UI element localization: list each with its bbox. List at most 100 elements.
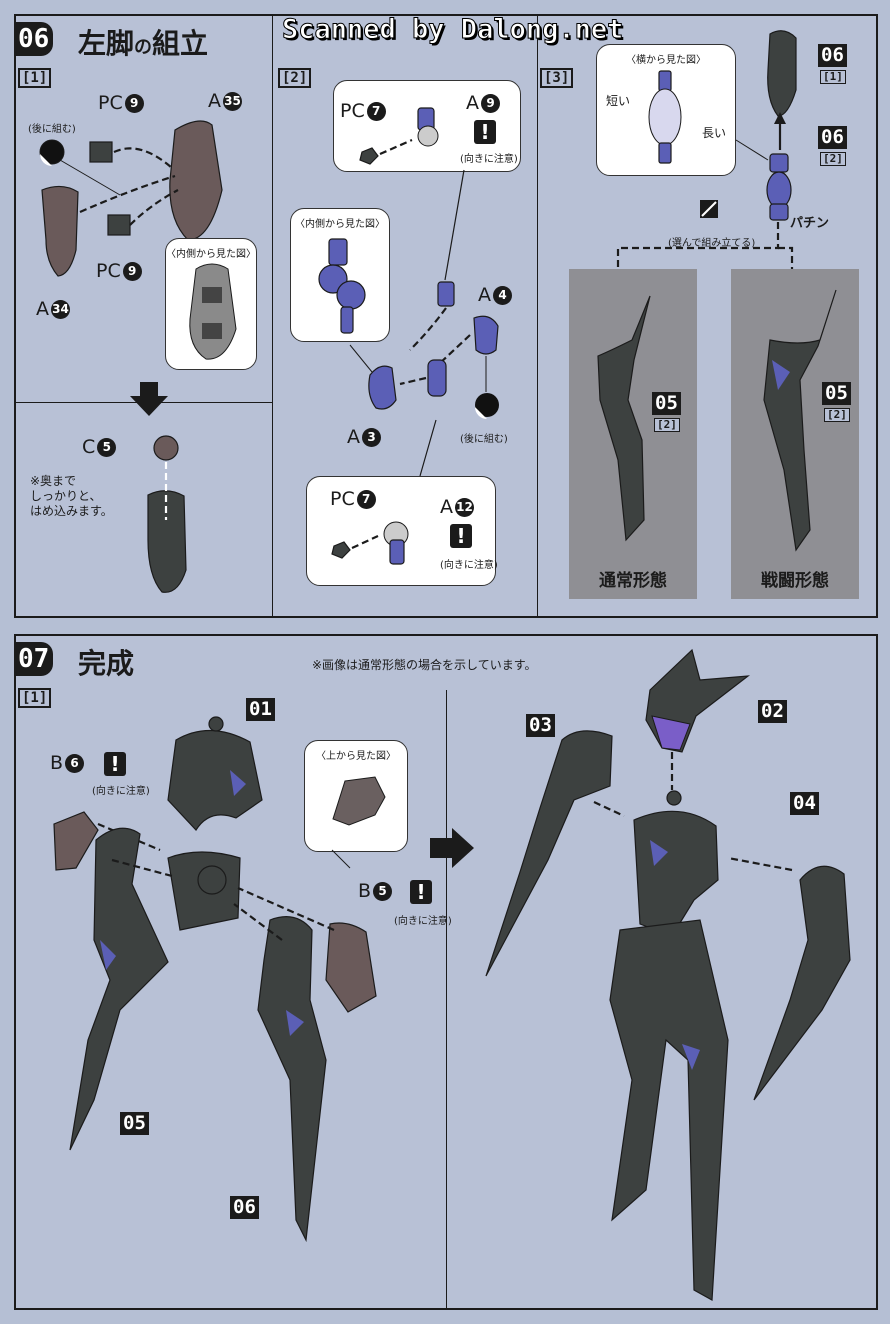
b5-part <box>325 922 377 1013</box>
orientation-note-2: (向きに注意) <box>440 560 498 571</box>
leg-normal-part <box>597 295 651 542</box>
part06-mid: 06 <box>818 126 847 149</box>
leg06-part <box>257 916 327 1243</box>
torso-part <box>167 729 263 831</box>
step06-number: 06 <box>14 22 54 56</box>
step07-divider <box>446 690 447 1310</box>
later-note-2: (後に組む) <box>460 434 508 445</box>
final-legs-part <box>609 919 729 1301</box>
b6-part <box>53 811 99 871</box>
short-label: 短い <box>606 94 631 108</box>
part04-label: 04 <box>790 792 819 815</box>
part06-top: 06 <box>818 44 847 67</box>
step06-title-main: 左脚 <box>78 27 135 60</box>
upper-joint-part <box>437 281 455 307</box>
leg05-part <box>69 827 169 1151</box>
part02-label: 02 <box>758 700 787 723</box>
part06-top-sub: [1] <box>820 70 846 84</box>
middle-joint-part <box>427 359 447 397</box>
part01-label: 01 <box>246 698 275 721</box>
a4-part <box>473 315 499 355</box>
insert-note: ※奥まで しっかりと、 はめ込みます。 <box>30 474 113 518</box>
leg-battle-part <box>763 289 837 552</box>
part06-label: 06 <box>230 1196 259 1219</box>
orientation-note-1: (向きに注意) <box>460 154 518 165</box>
step06-sub1-lower-parts <box>147 435 187 593</box>
top-view-callout: 〈上から見た図〉 <box>304 740 408 852</box>
a3-part <box>368 365 397 410</box>
a34-part <box>41 185 79 277</box>
image-note: ※画像は通常形態の場合を示しています。 <box>312 658 537 672</box>
right-arrow <box>430 828 474 868</box>
part05-battle: 05 <box>822 382 851 405</box>
c5-part <box>153 435 179 461</box>
long-label: 長い <box>702 126 727 140</box>
step06-sub3-parts <box>616 30 797 330</box>
b5-orientation-note: (向きに注意) <box>394 916 452 927</box>
leg06-1-part <box>767 30 797 117</box>
part06-mid-sub: [2] <box>820 152 846 166</box>
inner-view-callout-2: 〈内側から見た図〉 <box>290 208 390 342</box>
part04-arm <box>753 865 851 1101</box>
step07-sub1-tag: [1] <box>18 688 52 708</box>
step06-sub1-parts <box>39 120 223 277</box>
leg-lower-part <box>147 490 187 593</box>
later-note-1: (後に組む) <box>28 124 76 135</box>
step06-divider-2 <box>537 14 538 618</box>
part05-label: 05 <box>120 1112 149 1135</box>
part05-battle-sub: [2] <box>824 408 850 422</box>
inner-view-callout-1: 〈内側から見た図〉 <box>165 238 257 370</box>
snap-label: パチン <box>790 216 830 231</box>
form-battle-label: 戦闘形態 <box>761 571 829 591</box>
inner-view-title-1: 〈内側から見た図〉 <box>166 249 256 260</box>
step06-divider-1 <box>272 14 273 618</box>
pc9-part-top <box>89 141 113 163</box>
watermark: Scanned by Dalong.net <box>281 14 624 46</box>
step06-title: 左脚の組立 <box>78 22 208 62</box>
side-view-callout: 〈横から見た図〉 <box>596 44 736 176</box>
step07-title: 完成 <box>78 647 135 680</box>
step06-title-particle: の <box>134 37 153 58</box>
step06-sub2-parts <box>349 169 499 419</box>
step06-sub3-tag: [3] <box>540 68 574 88</box>
form-normal-label: 通常形態 <box>599 571 667 591</box>
b6-orientation-note: (向きに注意) <box>92 786 150 797</box>
step06-sub2-tag: [2] <box>278 68 312 88</box>
a9-assembly <box>359 107 439 165</box>
inner-view-title-2: 〈内側から見た図〉 <box>295 219 385 230</box>
part03-arm <box>485 730 613 977</box>
step06-sub1-tag: [1] <box>18 68 52 88</box>
step06-title-end: 組立 <box>152 27 209 60</box>
down-arrow <box>130 382 168 416</box>
warning-icon-4: ! <box>410 880 432 904</box>
step07-left-assembly <box>53 716 377 1243</box>
warning-icon-3: ! <box>104 752 126 776</box>
final-torso-part <box>633 810 719 937</box>
step07-number: 07 <box>14 642 54 676</box>
part05-normal: 05 <box>652 392 681 415</box>
part03-label: 03 <box>526 714 555 737</box>
form-legs <box>597 289 837 552</box>
choose-note: (選んで組み立てる) <box>668 238 756 249</box>
warning-icon-2: ! <box>450 524 472 548</box>
a12-assembly <box>331 419 437 565</box>
side-view-title: 〈横から見た図〉 <box>626 55 706 66</box>
part05-normal-sub: [2] <box>654 418 680 432</box>
warning-icon-1: ! <box>474 120 496 144</box>
top-view-title: 〈上から見た図〉 <box>316 751 396 762</box>
